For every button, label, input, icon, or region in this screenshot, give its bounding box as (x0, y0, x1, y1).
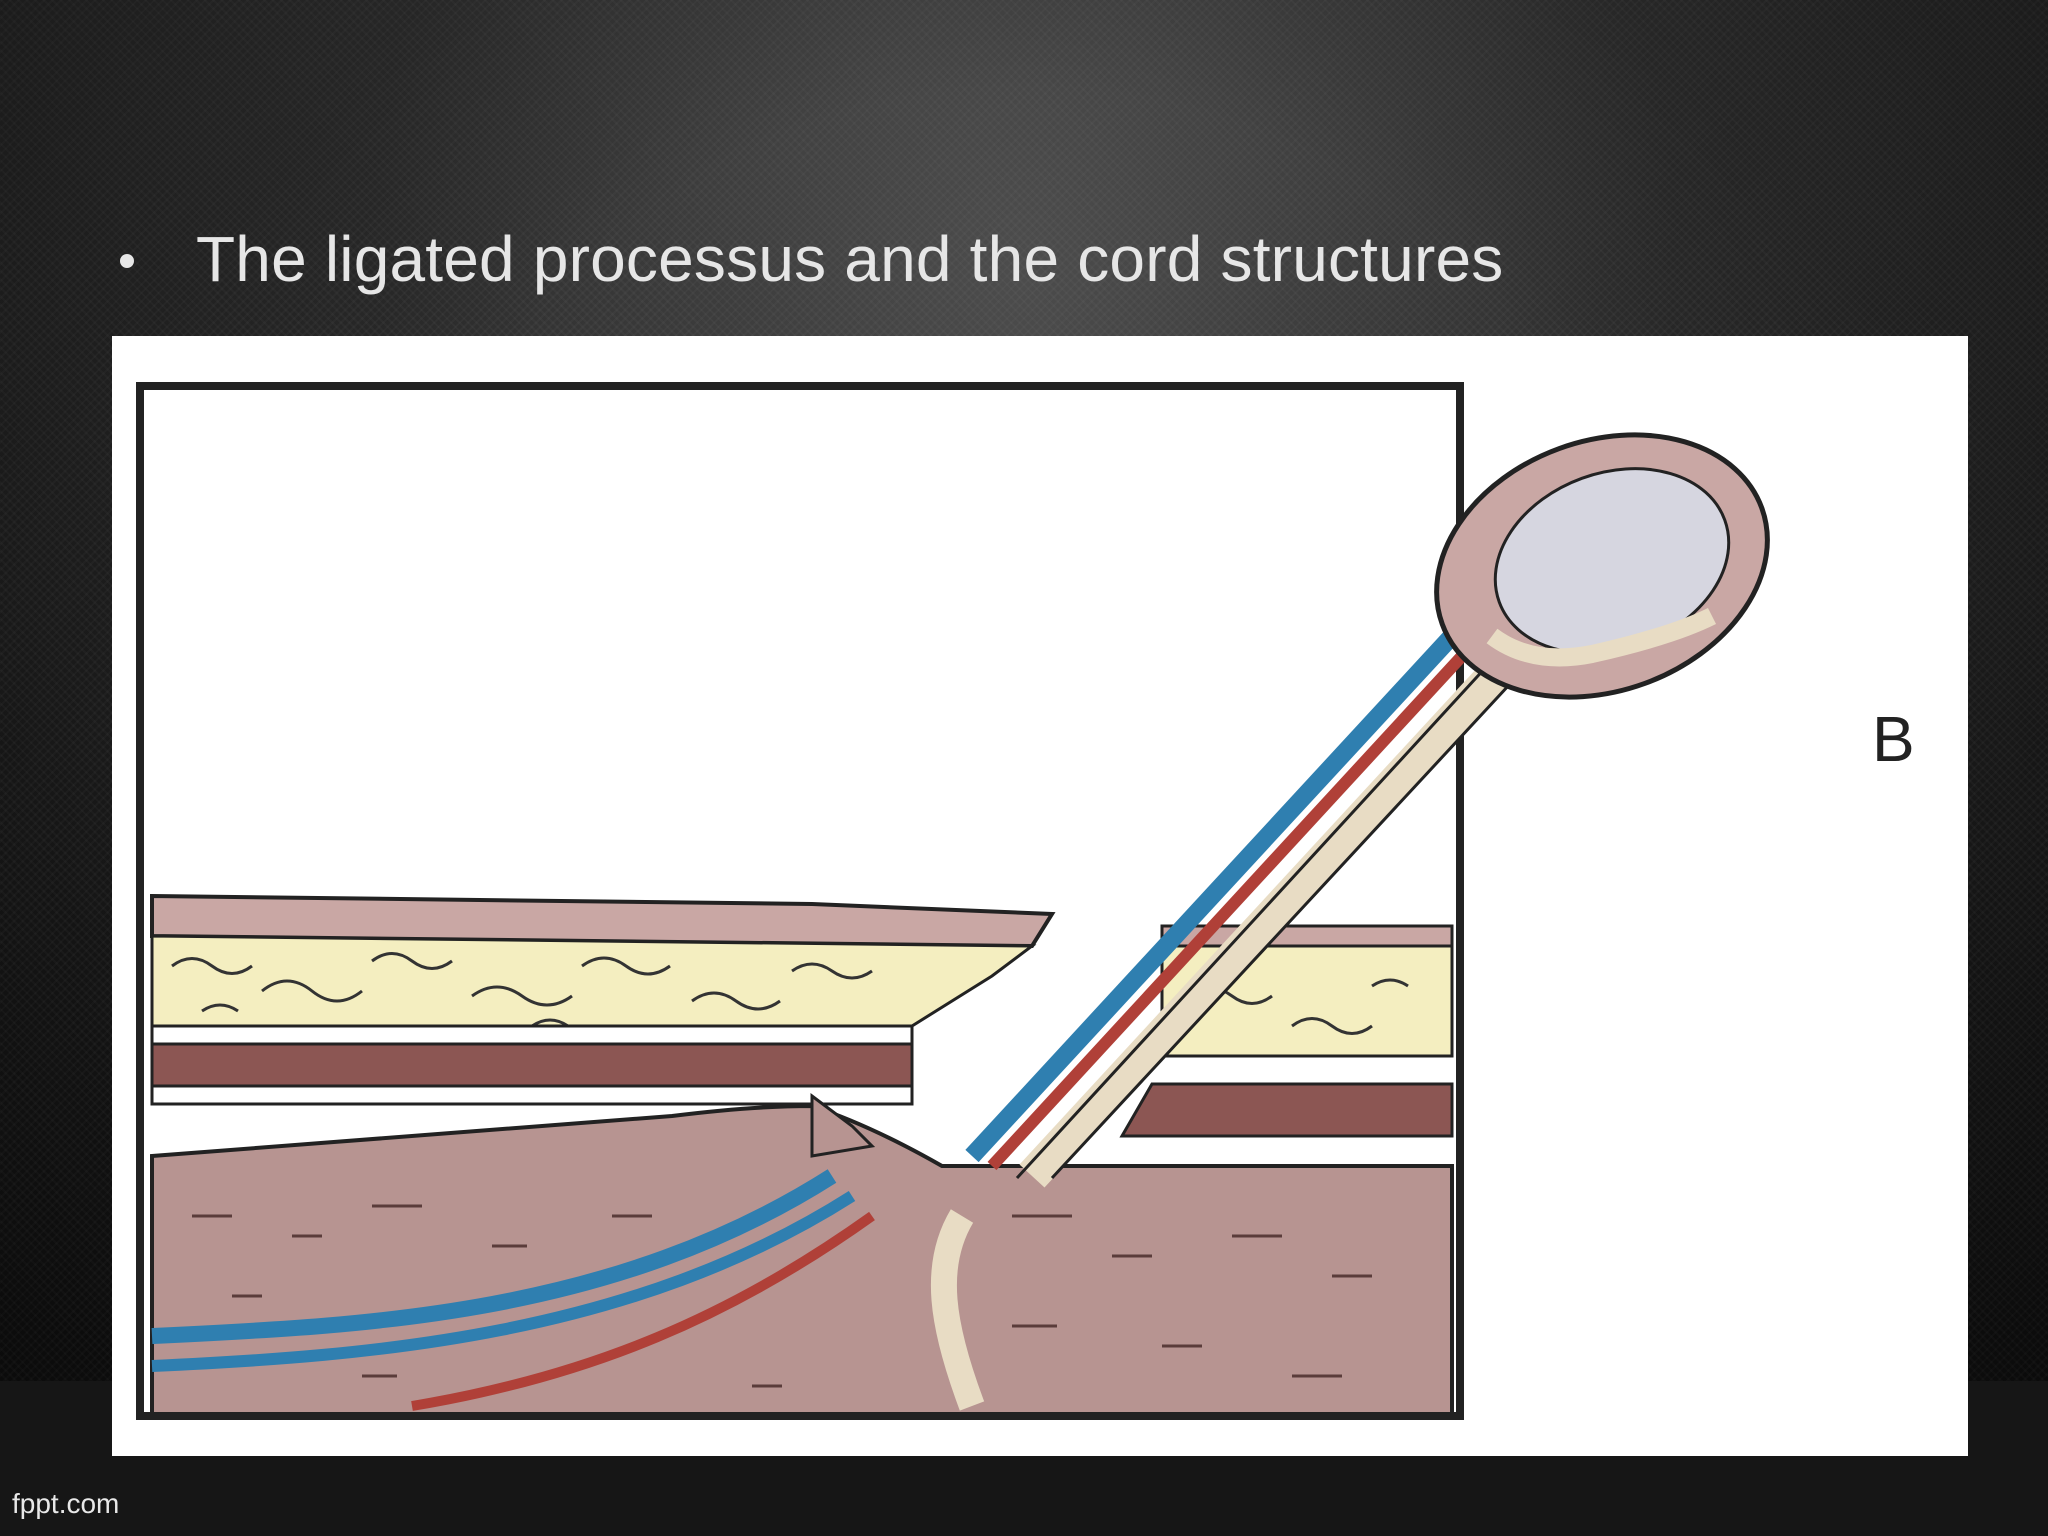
artery-1 (411, 1211, 875, 1411)
vein-1 (151, 1169, 837, 1344)
fat-layer-left (150, 934, 1037, 1028)
surgical-illustration: B (112, 336, 1968, 1456)
cord-vein (965, 629, 1459, 1163)
processus-sac-neck (1019, 654, 1515, 1188)
vas-deferens (930, 1209, 985, 1411)
bullet-icon (120, 254, 134, 268)
ligature-knot (810, 1093, 876, 1158)
muscle-layer-right (1119, 1082, 1454, 1138)
footer-brand: fppt.com (12, 1488, 120, 1519)
bullet-text: The ligated processus and the cord struc… (196, 223, 1504, 295)
processus-outline (1015, 664, 1524, 1180)
epididymis (1486, 607, 1717, 667)
fascia-left (150, 1024, 914, 1046)
skin-layer-left (150, 893, 1056, 949)
fascia-lower-left (150, 1084, 914, 1106)
tissue-texture (192, 1204, 1372, 1388)
cord-artery (987, 651, 1467, 1171)
fat-texture-left (171, 952, 873, 1028)
muscle-layer-left (150, 1042, 914, 1088)
bullet-item: The ligated processus and the cord struc… (120, 222, 1503, 296)
illustration-svg: B (136, 382, 1915, 1420)
figure-label: B (1872, 703, 1915, 775)
vein-2 (151, 1190, 856, 1372)
